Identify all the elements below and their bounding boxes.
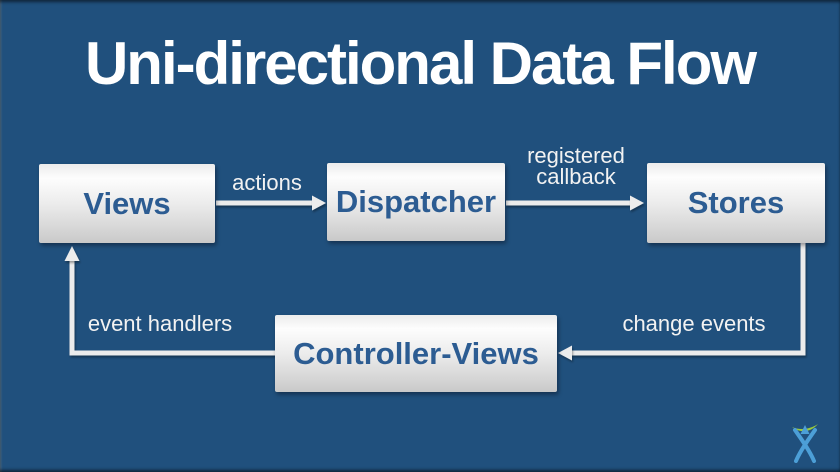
node-controller-views-label: Controller-Views — [293, 335, 539, 371]
arrow-stores-to-controller-views — [572, 243, 806, 356]
logo-blue-chevron — [800, 425, 810, 434]
node-stores-label: Stores — [687, 185, 785, 220]
node-stores: Stores — [647, 163, 825, 243]
arrowhead-right-actions — [312, 195, 326, 211]
logo-blue-stroke-right — [794, 428, 817, 463]
arrow-label-actions: actions — [232, 170, 302, 195]
logo-green-arc — [792, 424, 818, 432]
arrow-label-registered-callback: registered callback — [527, 143, 625, 189]
node-dispatcher-label: Dispatcher — [335, 184, 497, 219]
arrow-label-change-events: change events — [622, 311, 766, 336]
node-views-label: Views — [83, 185, 171, 221]
atlassian-logo — [792, 424, 818, 463]
node-views: Views — [39, 164, 215, 243]
slide-title: Uni-directional Data Flow — [84, 30, 757, 97]
node-controller-views: Controller-Views — [275, 315, 557, 392]
node-dispatcher: Dispatcher — [327, 163, 505, 241]
arrow-label-event-handlers: event handlers — [87, 311, 233, 336]
arrow-controller-views-to-views — [69, 261, 275, 356]
arrowhead-right-callback — [630, 195, 644, 211]
arrowhead-left-change-events — [558, 345, 572, 361]
arrowhead-up-event-handlers — [64, 246, 80, 261]
